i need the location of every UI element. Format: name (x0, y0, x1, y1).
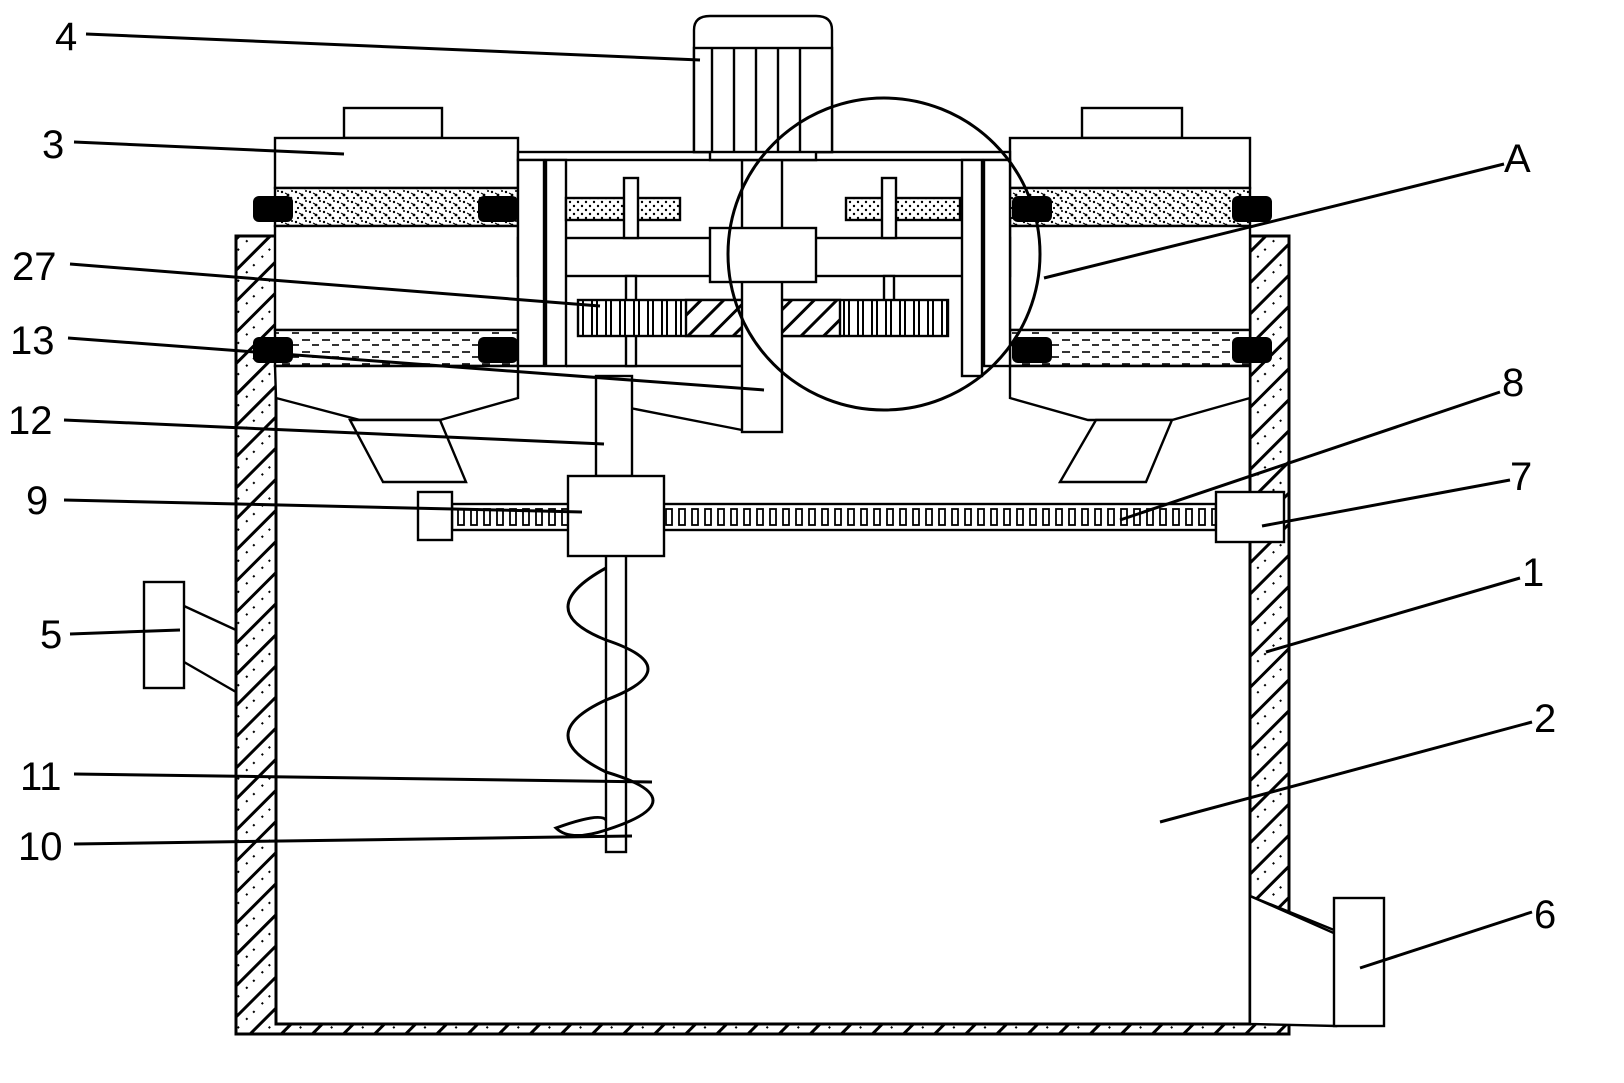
label-5: 5 (40, 613, 62, 657)
label-12: 12 (8, 399, 53, 443)
label-11: 11 (20, 755, 62, 799)
label-27: 27 (12, 245, 57, 289)
drain-outlet (1248, 894, 1386, 1028)
label-a: A (1504, 137, 1531, 181)
label-6: 6 (1534, 893, 1556, 937)
label-1: 1 (1522, 551, 1544, 595)
label-3: 3 (42, 123, 64, 167)
label-2: 2 (1534, 697, 1556, 741)
label-13: 13 (10, 319, 55, 363)
label-7: 7 (1510, 455, 1532, 499)
label-9: 9 (26, 479, 48, 523)
leader-lines (63, 32, 1533, 970)
label-10: 10 (18, 825, 63, 869)
label-8: 8 (1502, 361, 1524, 405)
motor (692, 14, 834, 162)
left-hopper (253, 106, 520, 484)
detail-circle-a (726, 96, 1042, 412)
side-inlet (142, 580, 237, 694)
stirring-assembly (416, 374, 1286, 854)
label-4: 4 (55, 15, 77, 59)
